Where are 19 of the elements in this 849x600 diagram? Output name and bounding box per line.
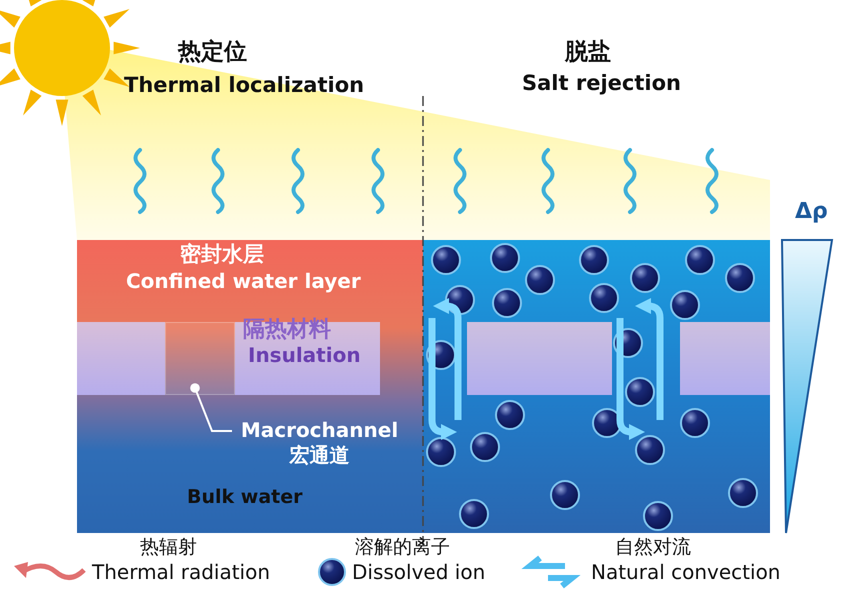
callout-label: Macrochannel 宏通道 (237, 418, 402, 474)
chinese-label: 隔热材料 (243, 318, 331, 342)
chinese-label: 密封水层 (180, 243, 264, 266)
heading: Salt rejection (522, 72, 681, 96)
chinese-label: 热辐射 (140, 537, 197, 558)
legend-text: Dissolved ion (352, 561, 486, 583)
legend-text: Thermal radiation (92, 561, 270, 583)
chinese-heading: 脱盐 (565, 40, 611, 66)
channel-gap (165, 322, 235, 395)
heading: Thermal localization (124, 74, 364, 98)
chinese-label: 溶解的离子 (355, 537, 450, 558)
legend-text: Natural convection (591, 561, 780, 583)
chinese-label: 自然对流 (615, 537, 691, 558)
symbol-label: Δρ (795, 200, 828, 224)
layer-label: Confined water layer (126, 270, 361, 292)
region-label: Bulk water (187, 487, 302, 508)
material-label: Insulation (248, 344, 361, 366)
chinese-heading: 热定位 (178, 40, 247, 66)
leader-line (190, 383, 232, 432)
